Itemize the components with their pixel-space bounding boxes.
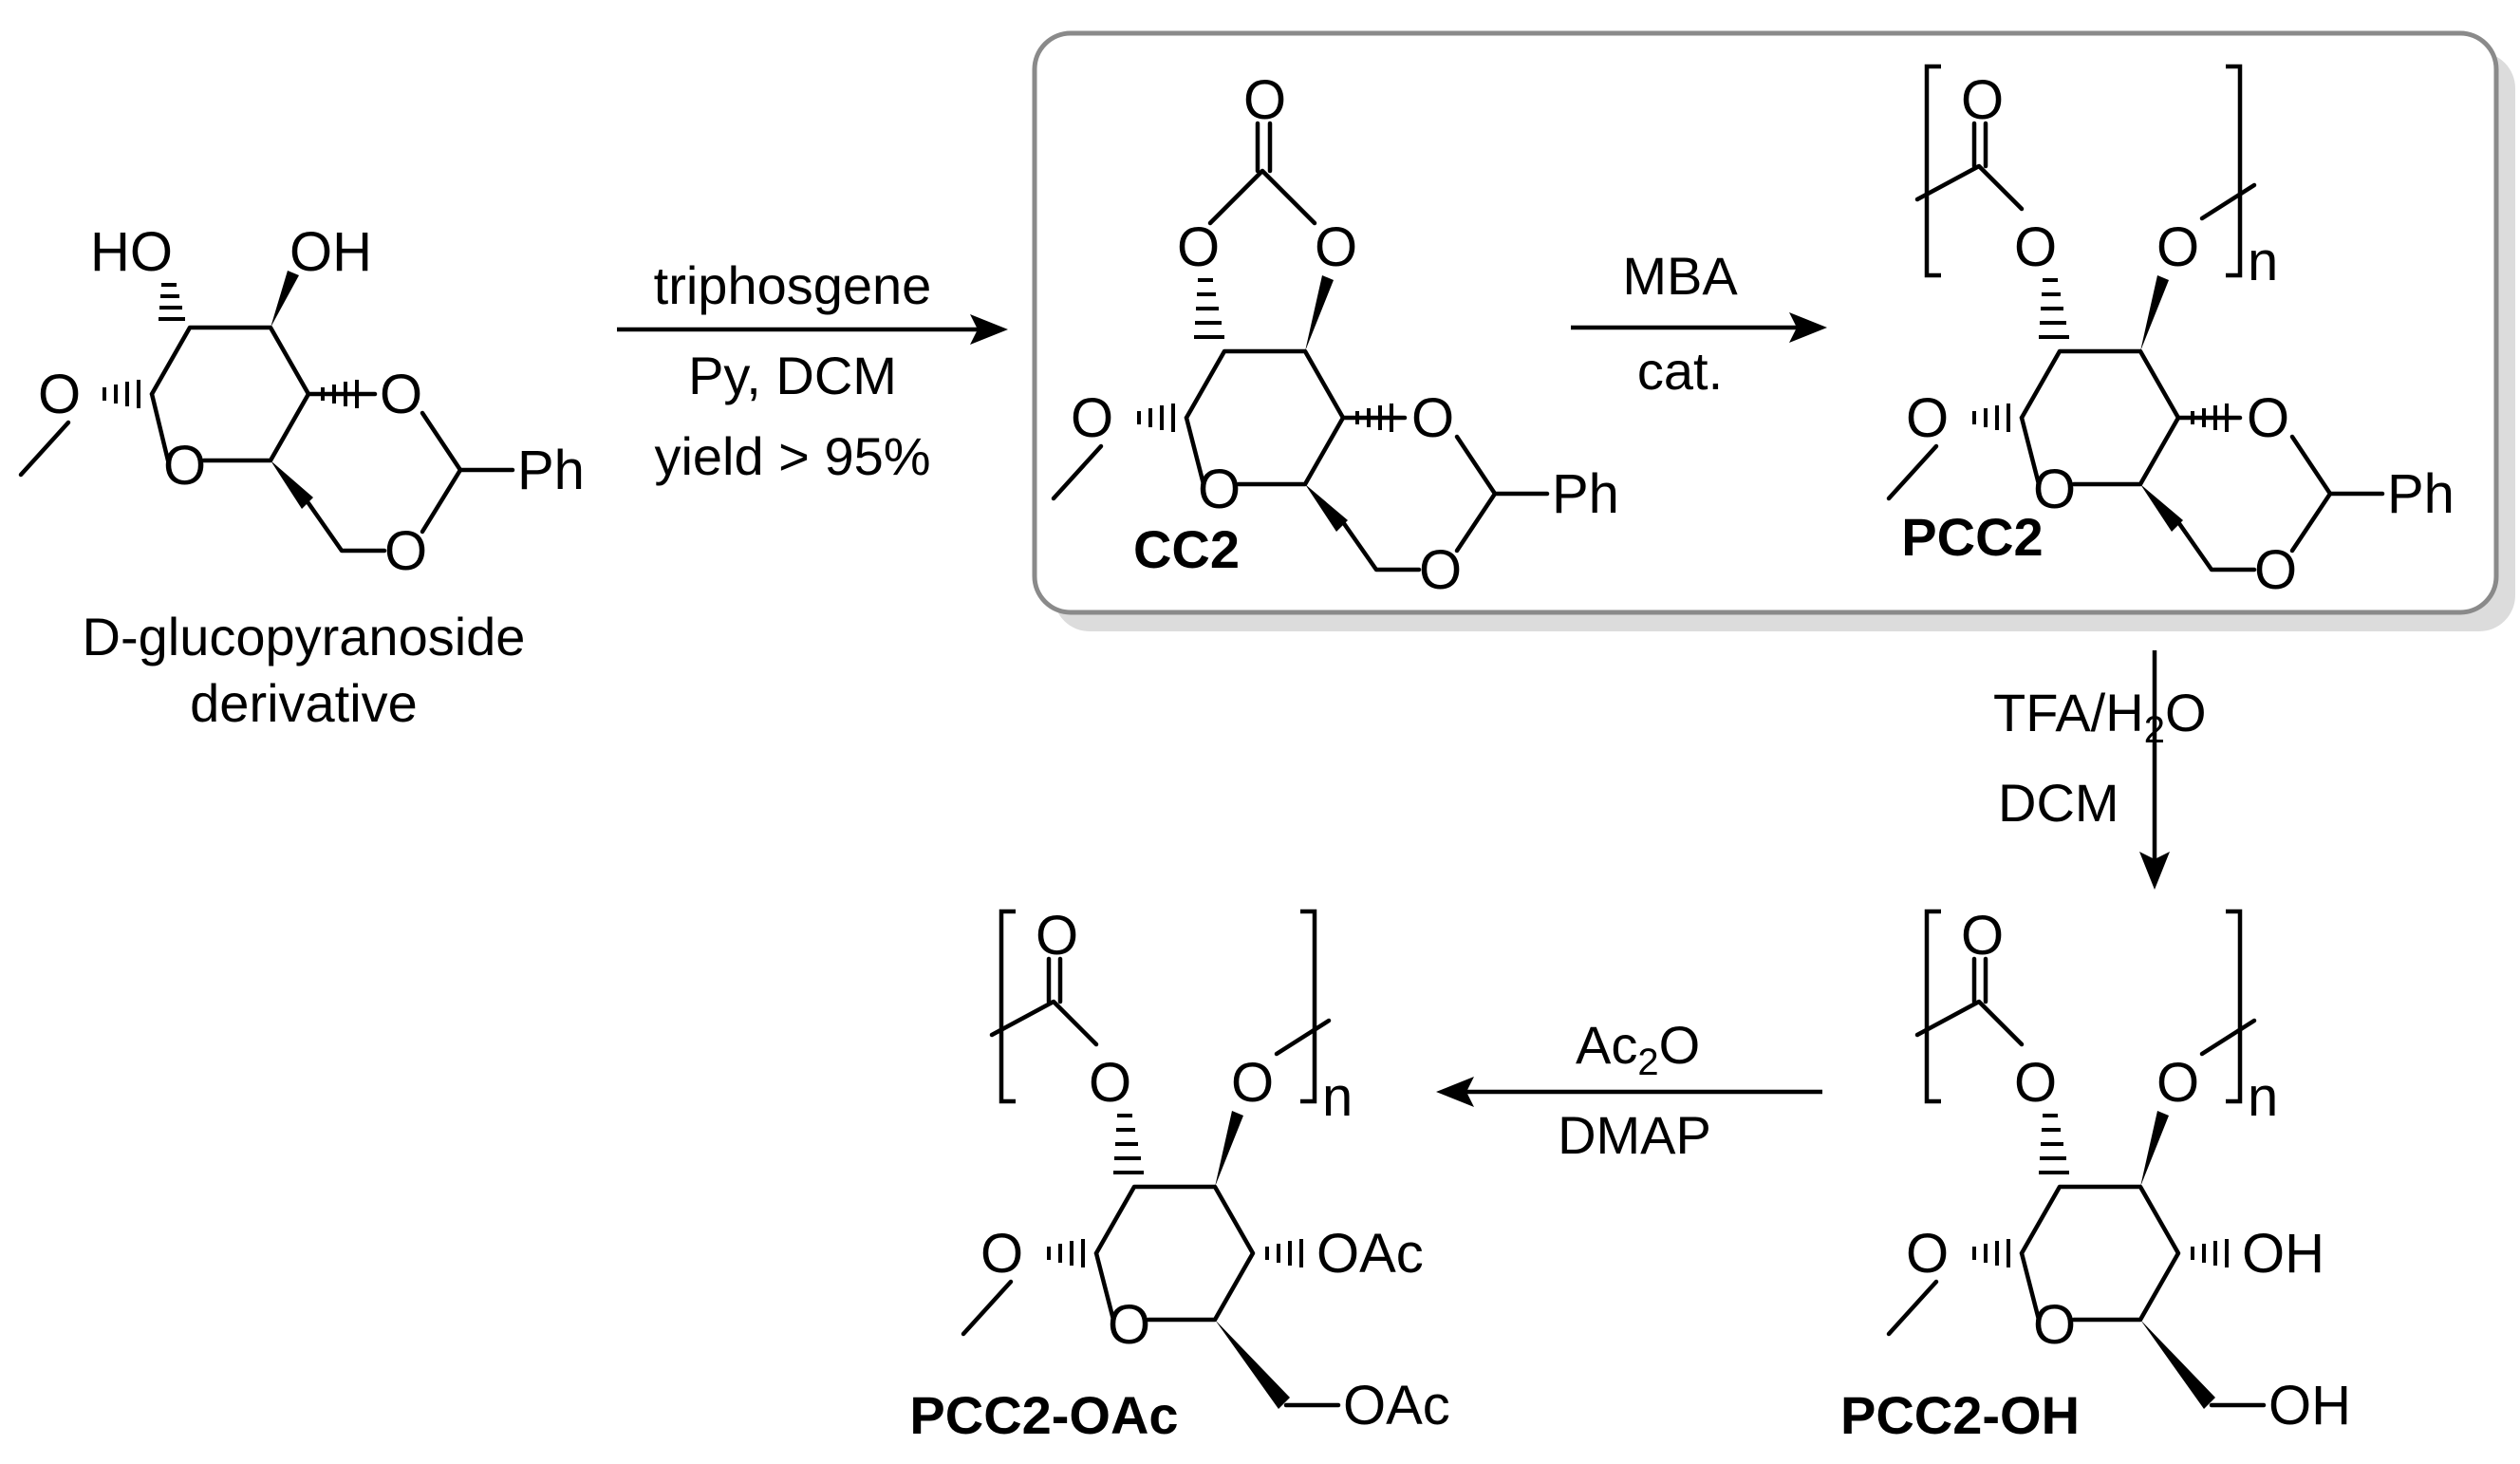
start-ome-oxygen: O bbox=[38, 364, 81, 425]
cc2-wedge-bonds bbox=[1305, 275, 1348, 532]
cc2-bonds bbox=[1051, 121, 1550, 572]
start-acetal-oxygen-2: O bbox=[384, 520, 427, 582]
compound-start: HO OH O O O O Ph D-glucopyranoside deriv… bbox=[18, 221, 585, 733]
pcc2-oh-brackets bbox=[1924, 909, 2243, 1104]
pcc2-oac-ester-oxygen-right: O bbox=[1231, 1052, 1274, 1114]
pcc2-ester-oxygen-left: O bbox=[2014, 216, 2057, 278]
pcc2-oh-hashed-bonds bbox=[1972, 1114, 2229, 1267]
cc2-acetal-oxygen-1: O bbox=[1411, 387, 1454, 449]
cc2-phenyl-label: Ph bbox=[1552, 463, 1619, 525]
pcc2-oh-c4-hydroxyl: OH bbox=[2242, 1223, 2324, 1285]
pcc2-oac-c4-acetate: OAc bbox=[1316, 1223, 1424, 1285]
step2-reagent-line2: cat. bbox=[1637, 341, 1723, 401]
step1-reagent-line2: Py, DCM bbox=[688, 346, 897, 405]
reaction-step-1: triphosgene Py, DCM yield > 95% bbox=[617, 255, 1008, 486]
pcc2-ester-oxygen-right: O bbox=[2156, 216, 2199, 278]
pcc2-oh-ome-oxygen: O bbox=[1906, 1223, 1949, 1285]
pcc2-oac-label: PCC2-OAc bbox=[909, 1385, 1178, 1445]
pcc2-oh-wedge-bonds bbox=[2140, 1111, 2215, 1409]
pcc2-acetal-oxygen-1: O bbox=[2247, 387, 2289, 449]
step3-reagent-line1: TFA/H2O bbox=[1993, 683, 2207, 751]
start-hashed-bonds bbox=[103, 283, 359, 408]
compound-pcc2-oac: O O O n O O OAc OAc PCC2-OAc bbox=[909, 905, 1449, 1445]
pcc2-oac-wedge-bonds bbox=[1215, 1111, 1290, 1409]
pcc2-oh-bonds bbox=[1886, 956, 2267, 1408]
pcc2-oac-ome-oxygen: O bbox=[980, 1223, 1023, 1285]
step4-reagent-pre: Ac bbox=[1576, 1015, 1637, 1075]
step1-yield: yield > 95% bbox=[654, 426, 930, 486]
reaction-step-4: Ac2O DMAP bbox=[1436, 1015, 1822, 1165]
pcc2-oh-c6-hydroxyl: OH bbox=[2268, 1375, 2351, 1436]
step2-arrowhead bbox=[1789, 312, 1827, 343]
cc2-acetal-oxygen-2: O bbox=[1419, 539, 1462, 601]
compound-pcc2-oh: O O O n O O OH OH PCC2-OH bbox=[1840, 905, 2351, 1445]
pcc2-oh-label: PCC2-OH bbox=[1840, 1385, 2080, 1445]
step3-arrowhead bbox=[2139, 852, 2170, 890]
pcc2-wedge-bonds bbox=[2140, 275, 2183, 532]
pcc2-oh-ester-oxygen-right: O bbox=[2156, 1052, 2199, 1114]
start-wedge-bonds bbox=[271, 271, 313, 509]
step4-reagent-line2: DMAP bbox=[1558, 1105, 1711, 1165]
step4-reagent-post: O bbox=[1659, 1015, 1701, 1075]
pcc2-oh-carbonyl-oxygen: O bbox=[1961, 905, 2004, 967]
step1-arrowhead bbox=[970, 314, 1008, 345]
start-bonds bbox=[18, 325, 515, 554]
step2-reagent-line1: MBA bbox=[1622, 246, 1738, 306]
pcc2-oac-ester-oxygen-left: O bbox=[1089, 1052, 1131, 1114]
pcc2-oac-hashed-bonds bbox=[1047, 1114, 1303, 1267]
pcc2-oac-ring-oxygen: O bbox=[1108, 1294, 1150, 1356]
step4-reagent-line1: Ac2O bbox=[1576, 1015, 1700, 1083]
compound-pcc2: O O O n O O O O Ph PCC2 bbox=[1886, 64, 2455, 601]
step3-reagent-pre: TFA/H bbox=[1993, 683, 2144, 742]
reaction-step-3: TFA/H2O DCM bbox=[1993, 650, 2207, 890]
pcc2-oac-bonds bbox=[961, 956, 1341, 1408]
highlight-box bbox=[1032, 30, 2515, 631]
start-label-line2: derivative bbox=[190, 673, 418, 733]
reaction-step-2: MBA cat. bbox=[1571, 246, 1827, 401]
highlight-box-frame bbox=[1032, 30, 2499, 615]
pcc2-bonds bbox=[1886, 121, 2385, 572]
pcc2-brackets bbox=[1924, 64, 2243, 278]
pcc2-ring-oxygen: O bbox=[2033, 459, 2076, 520]
step4-reagent-sub: 2 bbox=[1637, 1042, 1658, 1083]
cc2-carbonyl-oxygen: O bbox=[1243, 69, 1286, 131]
step4-arrowhead bbox=[1436, 1077, 1474, 1107]
start-oh-label: OH bbox=[289, 221, 372, 283]
pcc2-oh-ring-oxygen: O bbox=[2033, 1294, 2076, 1356]
step3-reagent-line2: DCM bbox=[1998, 773, 2119, 833]
pcc2-repeat-n: n bbox=[2248, 231, 2278, 292]
pcc2-oh-repeat-n: n bbox=[2248, 1066, 2278, 1128]
pcc2-oac-brackets bbox=[999, 909, 1317, 1104]
pcc2-oac-carbonyl-oxygen: O bbox=[1036, 905, 1078, 967]
start-acetal-oxygen-1: O bbox=[380, 364, 422, 425]
pcc2-oh-ester-oxygen-left: O bbox=[2014, 1052, 2057, 1114]
pcc2-oac-c6-acetate: OAc bbox=[1343, 1375, 1450, 1436]
pcc2-acetal-oxygen-2: O bbox=[2254, 539, 2297, 601]
pcc2-phenyl-label: Ph bbox=[2387, 463, 2455, 525]
pcc2-carbonyl-oxygen: O bbox=[1961, 69, 2004, 131]
pcc2-hashed-bonds bbox=[1972, 278, 2229, 432]
pcc2-oac-repeat-n: n bbox=[1322, 1066, 1353, 1128]
pcc2-label: PCC2 bbox=[1901, 507, 2043, 567]
start-ho-label: HO bbox=[90, 221, 173, 283]
start-label-line1: D-glucopyranoside bbox=[83, 607, 526, 666]
start-ring-oxygen: O bbox=[163, 435, 206, 497]
cc2-carbonate-oxygen-right: O bbox=[1315, 216, 1357, 278]
cc2-carbonate-oxygen-left: O bbox=[1177, 216, 1220, 278]
cc2-ring-oxygen: O bbox=[1198, 459, 1241, 520]
step1-reagent-line1: triphosgene bbox=[654, 255, 932, 315]
cc2-hashed-bonds bbox=[1137, 278, 1393, 432]
cc2-ome-oxygen: O bbox=[1071, 387, 1113, 449]
start-phenyl-label: Ph bbox=[517, 440, 585, 501]
step3-reagent-post: O bbox=[2165, 683, 2207, 742]
compound-cc2: O O O O O O O Ph CC2 bbox=[1051, 69, 1619, 601]
cc2-label: CC2 bbox=[1133, 519, 1240, 579]
pcc2-ome-oxygen: O bbox=[1906, 387, 1949, 449]
